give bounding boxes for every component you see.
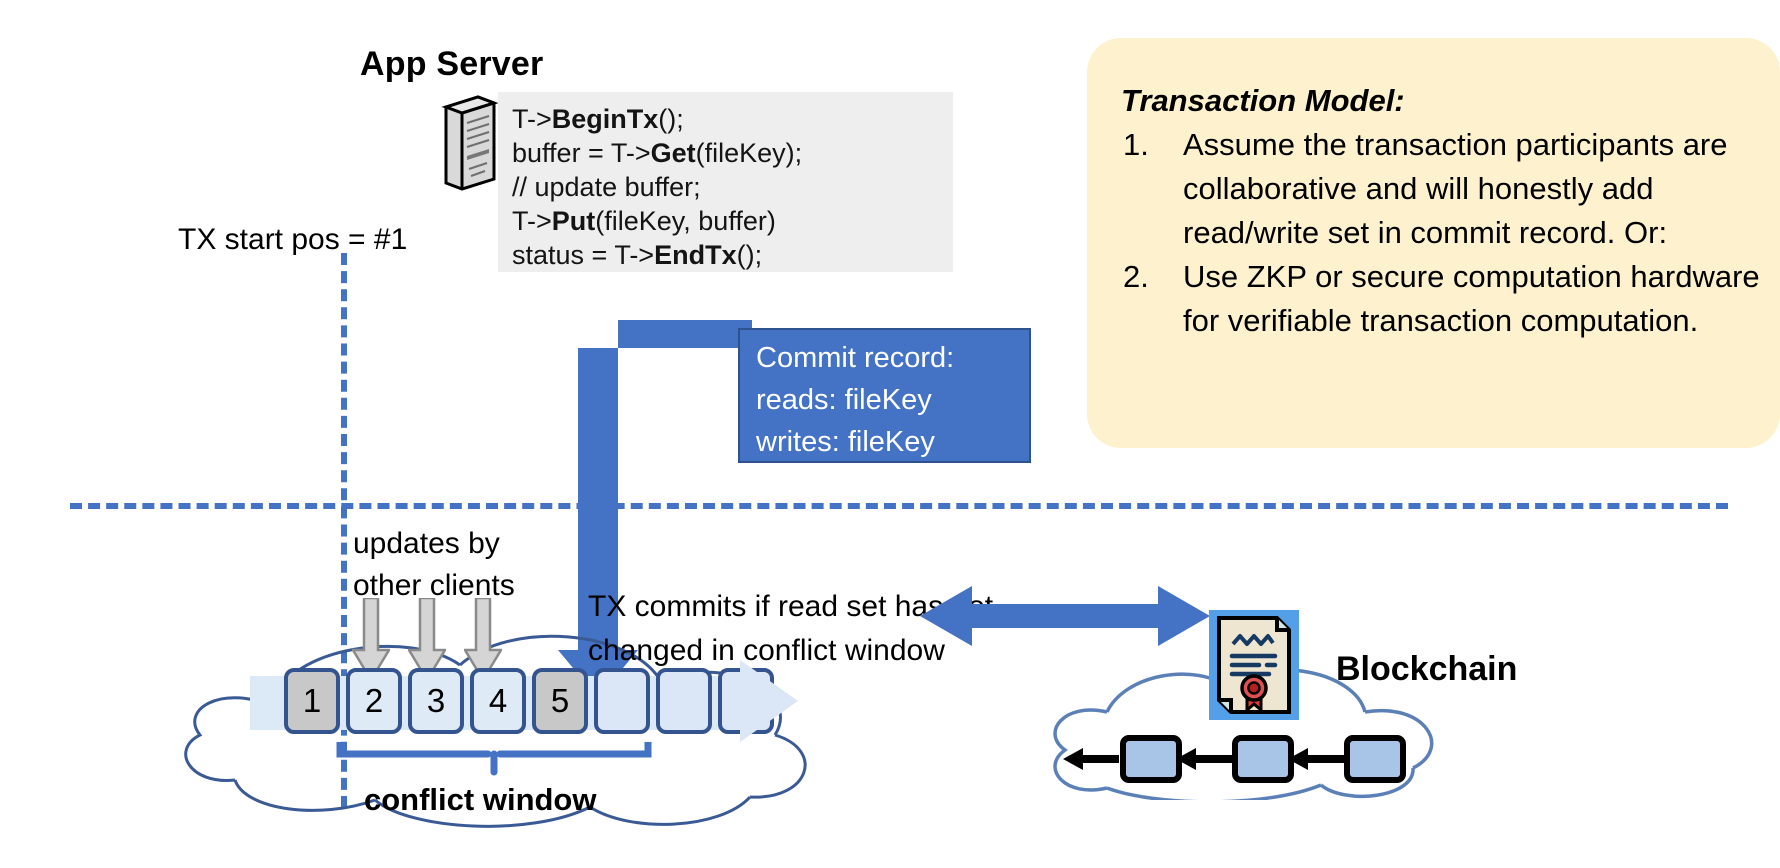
log-block[interactable]: 1 (284, 668, 340, 734)
log-block[interactable] (594, 668, 650, 734)
log-growth-arrow-icon (740, 660, 800, 742)
tx-commits-line2: changed in conflict window (588, 634, 945, 667)
note-list: 1. Assume the transaction participants a… (1121, 123, 1760, 343)
commit-record-reads: reads: fileKey (756, 384, 932, 416)
commit-record-title: Commit record: (756, 342, 955, 374)
note-item-1-number: 1. (1123, 127, 1149, 162)
note-title: Transaction Model: (1121, 83, 1405, 118)
update-arrow-icon (462, 596, 504, 683)
code-line-4: T->Put(fileKey, buffer) (512, 206, 776, 236)
chain-link-arrow-icon (1288, 747, 1344, 771)
code-line-3: // update buffer; (512, 172, 701, 202)
update-arrow-icon (406, 596, 448, 683)
certificate-icon (1209, 610, 1299, 720)
updates-by-other-clients-label: updates by other clients (353, 523, 515, 607)
conflict-window-label: conflict window (364, 782, 597, 817)
transaction-model-note: Transaction Model: 1. Assume the transac… (1087, 38, 1780, 448)
updates-label-line2: other clients (353, 569, 515, 602)
bidirectional-sync-arrow-icon (920, 584, 1210, 648)
note-item-2: 2. Use ZKP or secure computation hardwar… (1121, 255, 1760, 343)
chain-link-arrow-icon (1176, 747, 1232, 771)
tx-start-pos-label: TX start pos = #1 (178, 223, 408, 256)
log-block[interactable]: 5 (532, 668, 588, 734)
commit-record-box: Commit record: reads: fileKey writes: fi… (738, 328, 1031, 463)
code-line-1: T->BeginTx(); (512, 104, 684, 134)
blockchain-block[interactable] (1344, 735, 1406, 783)
conflict-window-bracket (336, 738, 652, 780)
blockchain-block[interactable] (1232, 735, 1294, 783)
tx-start-dashed-line (341, 253, 347, 808)
blockchain-block[interactable] (1120, 735, 1182, 783)
chain-link-arrow-icon (1063, 747, 1119, 771)
code-line-5: status = T->EndTx(); (512, 240, 763, 270)
note-item-1: 1. Assume the transaction participants a… (1121, 123, 1760, 255)
note-item-2-text: Use ZKP or secure computation hardware f… (1183, 259, 1760, 338)
code-block: T->BeginTx(); buffer = T->Get(fileKey); … (498, 92, 953, 272)
log-block[interactable]: 4 (470, 668, 526, 734)
tx-commits-label: TX commits if read set has not changed i… (588, 585, 993, 673)
log-block[interactable]: 3 (408, 668, 464, 734)
blockchain-label: Blockchain (1336, 650, 1518, 688)
log-block[interactable]: 2 (346, 668, 402, 734)
commit-record-writes: writes: fileKey (756, 426, 935, 458)
note-item-1-text: Assume the transaction participants are … (1183, 127, 1728, 250)
commit-arrow-icon (556, 320, 756, 700)
server-icon (438, 93, 500, 193)
log-block-row: 1 2 3 4 5 (284, 668, 774, 734)
code-line-2: buffer = T->Get(fileKey); (512, 138, 803, 168)
separator-dashed-line (70, 503, 1728, 509)
updates-label-line1: updates by (353, 527, 500, 560)
update-arrow-icon (350, 596, 392, 683)
note-item-2-number: 2. (1123, 259, 1149, 294)
app-server-title: App Server (360, 45, 544, 83)
log-block[interactable] (656, 668, 712, 734)
